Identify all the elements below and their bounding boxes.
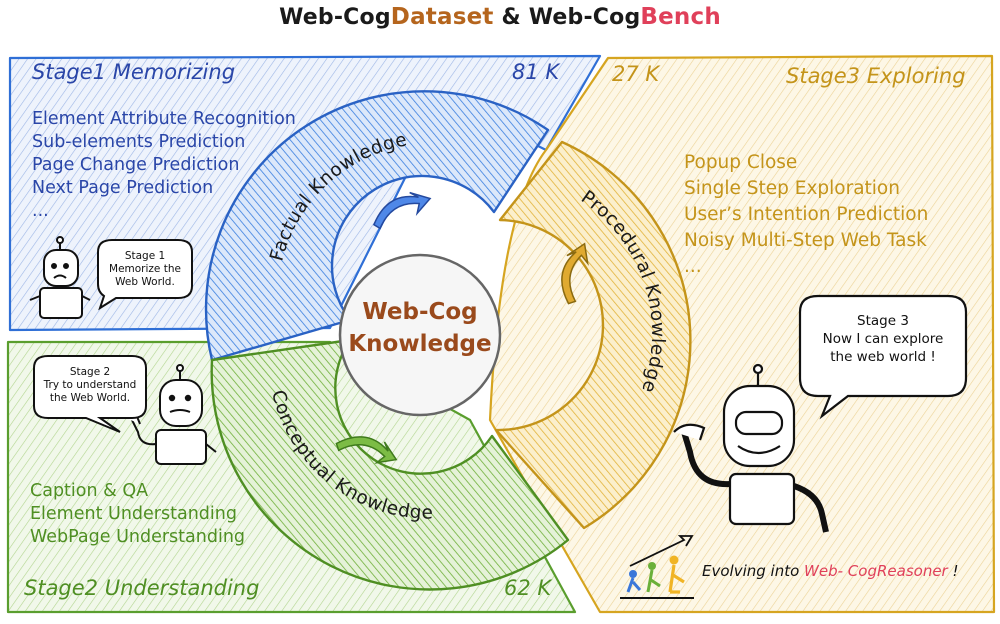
bubble-line: Try to understand [43,379,137,391]
robot-stage3-icon [673,363,829,533]
stage3-task: Single Step Exploration [684,178,900,199]
speech-bubble-stage3 [798,294,968,420]
speech-bubble-stage2 [33,355,147,433]
bubble-line: Web World. [115,276,175,288]
stage3-count: 27 K [612,62,660,86]
bubble-line: Stage 1 [124,250,166,262]
center-line2: Knowledge [348,331,492,357]
diagram-title: Web-CogDataset & Web-CogBench [0,4,1000,30]
stage1-task: ... [32,201,49,221]
evolve-prefix: Evolving into [702,562,805,580]
stage3-task: Noisy Multi-Step Web Task [684,230,927,251]
bubble-line: the Web World. [49,392,131,404]
title-part1: Web-Cog [279,5,391,30]
bubble-line: the web world ! [830,349,936,365]
title-part2: Dataset [390,4,494,30]
conceptual-sector [210,338,570,591]
factual-sector [204,90,550,362]
stage2-count: 62 K [504,576,552,600]
procedural-sector [494,140,692,530]
bubble-line: Now I can explore [822,331,944,347]
stage3-task: ... [684,256,702,277]
stage2-task-list: Caption & QA Element Understanding WebPa… [30,480,245,549]
center-circle [338,253,502,417]
stage2-task: Element Understanding [30,504,237,524]
evolve-suffix: ! [947,562,959,580]
center-label: Web-Cog Knowledge [340,296,500,360]
stage1-task: Next Page Prediction [32,178,214,198]
stage2-task: Caption & QA [30,481,149,501]
stage2-task: WebPage Understanding [30,527,246,547]
factual-arrow-icon [372,191,432,230]
stage3-title: Stage3 Exploring [786,64,966,88]
evolution-figures-icon [620,535,694,599]
stage1-title: Stage1 Memorizing [32,60,236,84]
conceptual-arrow-icon [335,436,398,464]
stage3-bubble-text: Stage 3 Now I can explore the web world … [806,312,960,366]
title-part3: & Web-Cog [493,5,641,30]
stage2-bubble-text: Stage 2 Try to understand the Web World. [36,366,144,405]
stage2-title: Stage2 Understanding [24,576,260,600]
bubble-line: Memorize the [109,263,181,275]
center-line1: Web-Cog [362,299,478,325]
stage1-task: Page Change Prediction [32,155,240,175]
stage1-bubble-text: Stage 1 Memorize the Web World. [100,250,190,289]
robot-stage1-icon [29,236,91,319]
procedural-arrow-icon [561,242,589,305]
evolve-name: Web- CogReasoner [804,562,948,580]
bubble-line: Stage 2 [69,366,111,378]
stage3-task: Popup Close [684,152,798,173]
stage1-task: Element Attribute Recognition [32,109,296,129]
robot-stage2-icon [125,364,217,465]
bubble-line: Stage 3 [857,313,909,329]
evolve-caption: Evolving into Web- CogReasoner ! [702,562,959,580]
stage3-task-list: Popup Close Single Step Exploration User… [684,150,928,280]
stage1-task: Sub-elements Prediction [32,132,246,152]
stage3-task: User’s Intention Prediction [684,204,929,225]
speech-bubble-stage1 [97,239,193,311]
stage1-count: 81 K [512,60,560,84]
title-part4: Bench [640,4,721,30]
stage1-task-list: Element Attribute Recognition Sub-elemen… [32,108,296,223]
